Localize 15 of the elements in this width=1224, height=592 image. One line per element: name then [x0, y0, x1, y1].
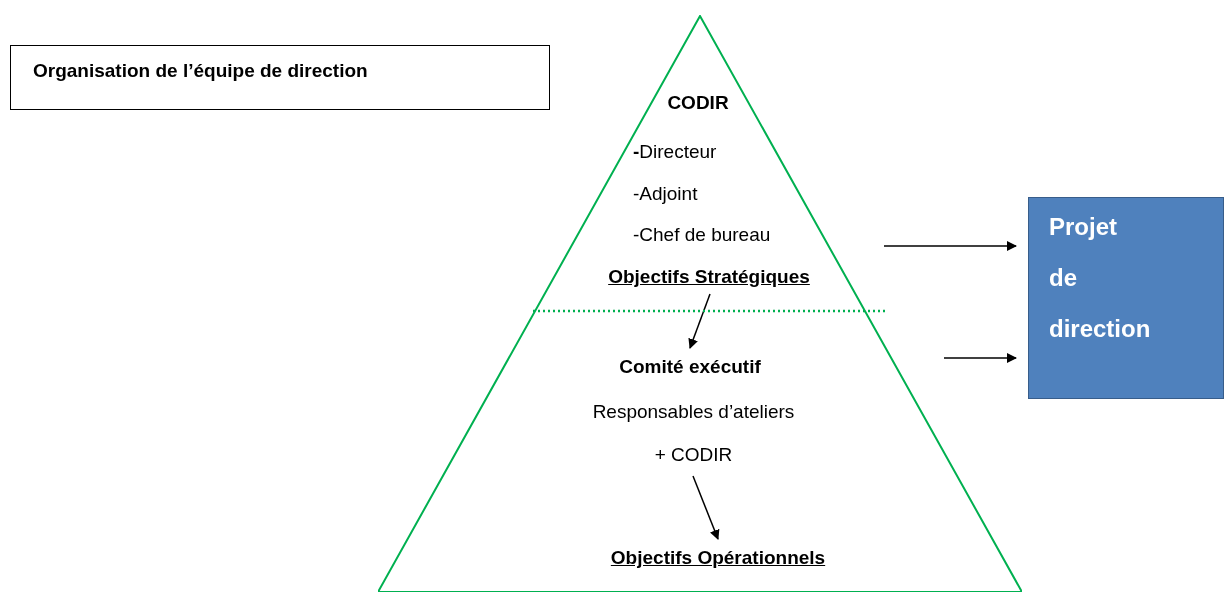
- title-box: Organisation de l’équipe de direction: [10, 45, 550, 110]
- heading-text: Objectifs Opérationnels: [610, 546, 826, 570]
- arrow: [883, 241, 1017, 251]
- arrow: [688, 293, 711, 349]
- heading-text: CODIR: [667, 91, 729, 115]
- body-text: Responsables d’ateliers + CODIR: [591, 400, 796, 467]
- arrow: [943, 353, 1017, 363]
- heading-text: Comité exécutif: [619, 355, 761, 379]
- body-text: -Chef de bureau: [633, 223, 771, 247]
- project-box: Projet de direction: [1028, 197, 1224, 399]
- arrow: [692, 475, 720, 540]
- body-text: -Directeur: [633, 140, 717, 164]
- body-text: -Adjoint: [633, 182, 698, 206]
- pyramid: [378, 15, 1022, 592]
- heading-text: Objectifs Stratégiques: [608, 265, 810, 289]
